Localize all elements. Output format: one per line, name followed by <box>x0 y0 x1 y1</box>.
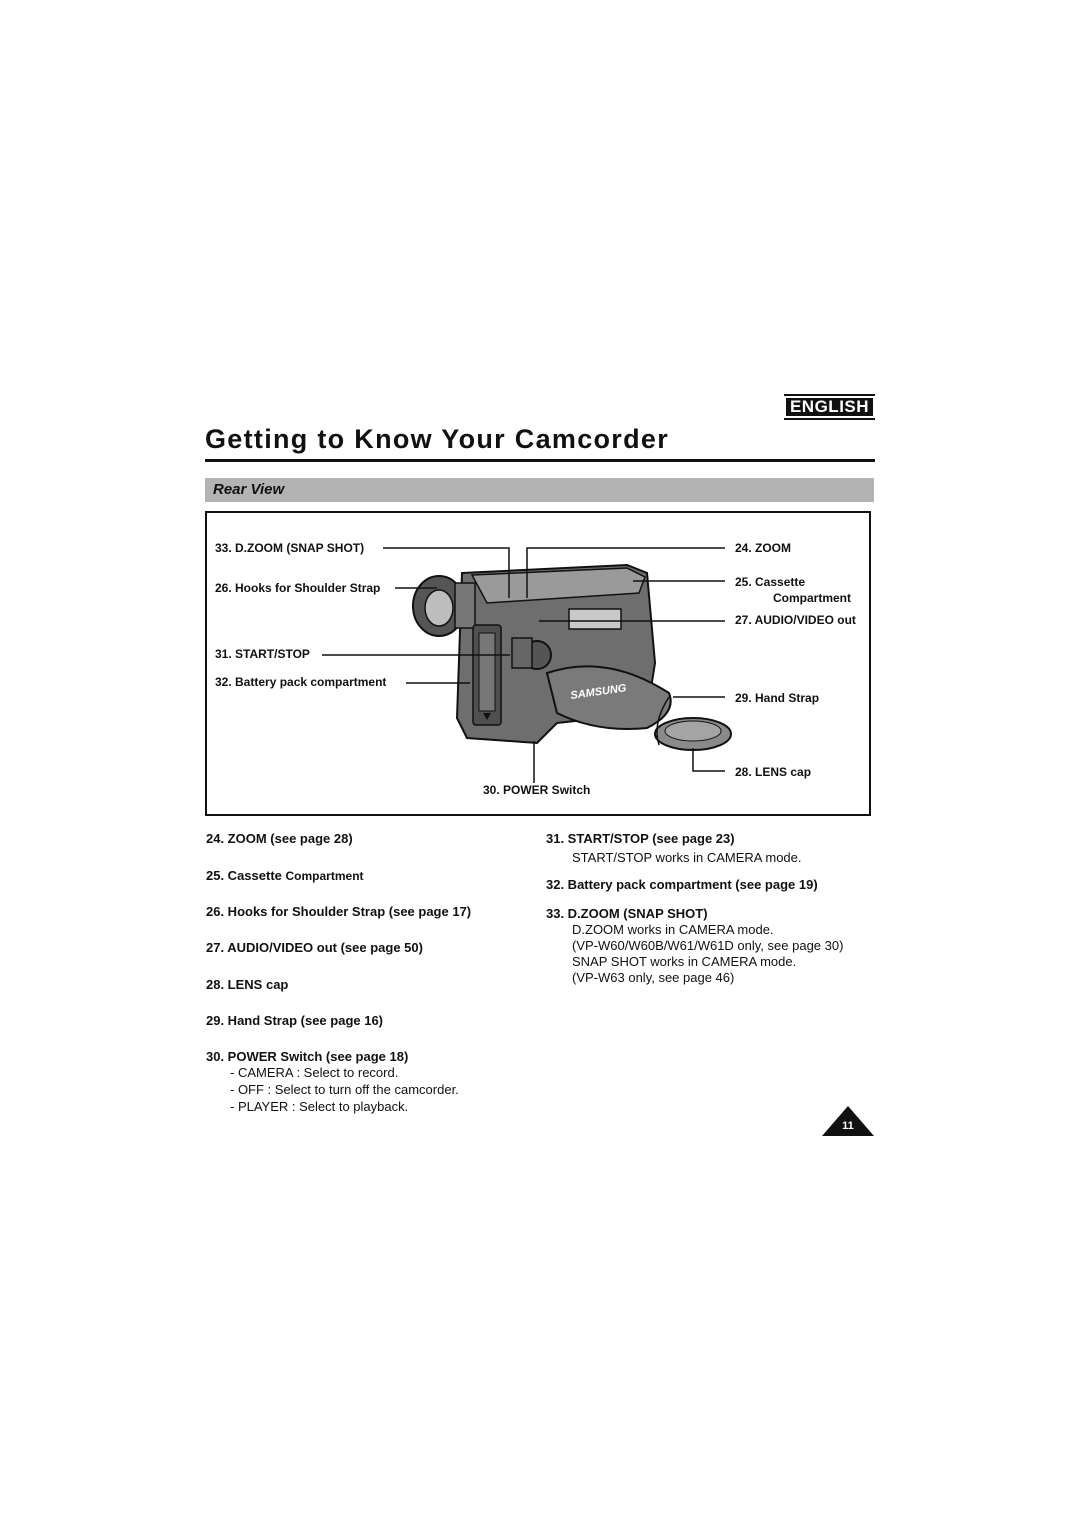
callout-lens-cap: 28. LENS cap <box>735 765 812 779</box>
desc-lens-cap: 28. LENS cap <box>206 977 289 992</box>
camcorder-body: SAMSUNG <box>412 563 732 751</box>
desc-d-zoom-line-3: SNAP SHOT works in CAMERA mode. <box>572 954 797 969</box>
desc-power-switch: 30. POWER Switch (see page 18) <box>206 1049 409 1064</box>
callout-hooks-shoulder-strap: 26. Hooks for Shoulder Strap <box>215 581 381 595</box>
callout-zoom: 24. ZOOM <box>735 541 792 555</box>
section-header: Rear View <box>205 478 874 502</box>
callout-hand-strap: 29. Hand Strap <box>735 691 820 705</box>
desc-cassette-label: 25. Cassette <box>206 868 282 883</box>
language-badge: ENGLISH <box>783 394 876 420</box>
desc-cassette-suffix: Compartment <box>285 869 364 883</box>
desc-cassette: 25. Cassette Compartment <box>206 868 364 883</box>
title-divider <box>205 459 875 462</box>
callout-battery-pack: 32. Battery pack compartment <box>215 675 387 689</box>
callout-d-zoom-snap-shot: 33. D.ZOOM (SNAP SHOT) <box>215 541 365 555</box>
desc-audio-video-out: 27. AUDIO/VIDEO out (see page 50) <box>206 940 423 955</box>
callout-power-switch: 30. POWER Switch <box>483 783 591 797</box>
callout-audio-video-out: 27. AUDIO/VIDEO out <box>735 613 856 627</box>
desc-power-off: - OFF : Select to turn off the camcorder… <box>230 1082 459 1097</box>
desc-hand-strap: 29. Hand Strap (see page 16) <box>206 1013 384 1028</box>
page-title: Getting to Know Your Camcorder <box>205 424 670 454</box>
section-title: Rear View <box>213 481 285 498</box>
callout-cassette: 25. Cassette <box>735 575 806 589</box>
desc-zoom: 24. ZOOM (see page 28) <box>206 831 353 846</box>
desc-hooks-shoulder-strap: 26. Hooks for Shoulder Strap (see page 1… <box>206 904 472 919</box>
desc-start-stop-note: START/STOP works in CAMERA mode. <box>572 850 802 865</box>
desc-d-zoom-line-1: D.ZOOM works in CAMERA mode. <box>572 922 774 937</box>
desc-d-zoom-line-2: (VP-W60/W60B/W61/W61D only, see page 30) <box>572 938 844 953</box>
callout-cassette-compartment: Compartment <box>773 591 852 605</box>
camcorder-illustration: SAMSUNG <box>322 547 732 783</box>
desc-start-stop: 31. START/STOP (see page 23) <box>546 831 735 846</box>
callout-leaders <box>322 547 725 783</box>
language-badge-label: ENGLISH <box>783 396 876 418</box>
desc-power-player: - PLAYER : Select to playback. <box>230 1099 409 1114</box>
desc-d-zoom-line-4: (VP-W63 only, see page 46) <box>572 970 735 985</box>
rear-view-diagram: SAMSUNG 33. D.ZOOM (SNAP SHOT) 26. Hooks… <box>205 511 871 816</box>
desc-power-camera: - CAMERA : Select to record. <box>230 1065 399 1080</box>
desc-d-zoom: 33. D.ZOOM (SNAP SHOT) <box>546 906 708 921</box>
page-number-triangle <box>822 1106 874 1136</box>
callout-start-stop: 31. START/STOP <box>215 647 310 661</box>
page-number: 11 <box>842 1120 854 1132</box>
desc-battery-pack: 32. Battery pack compartment (see page 1… <box>546 877 818 892</box>
